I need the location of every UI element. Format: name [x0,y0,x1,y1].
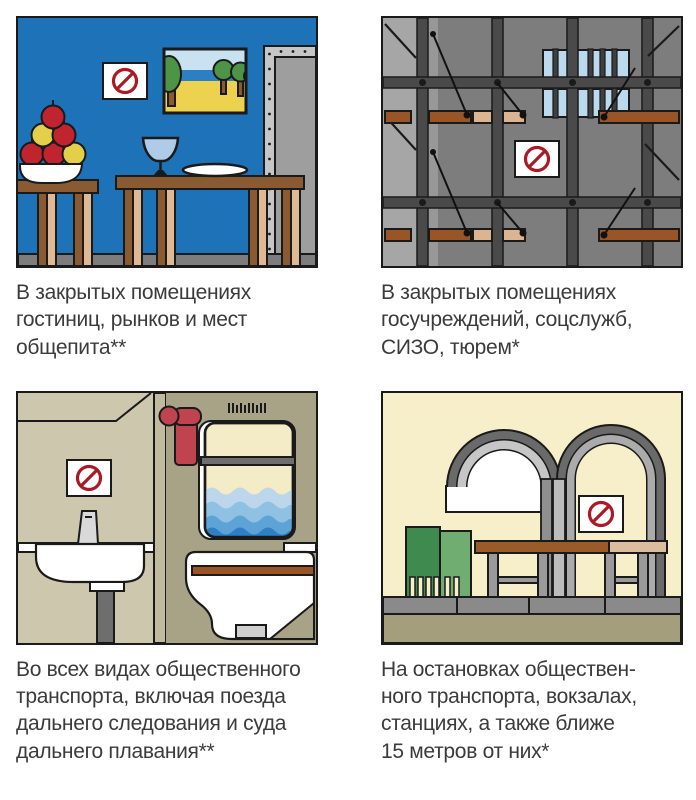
sea-waves [205,487,293,537]
red-pipe [158,405,202,466]
wall-divider [153,392,167,643]
corner-braces [384,23,680,181]
restroom-illustration-frame [16,390,318,645]
ceiling-seam [18,392,152,422]
light-column [383,18,417,266]
faucet [76,509,100,545]
side-table [18,179,99,266]
trash-bins [405,525,472,598]
panel-prison: В закрытых помещениях госучреждений, соц… [381,16,683,361]
panel-cafe: В закрытых помещениях гостиниц, рынков и… [16,16,318,361]
prison-illustration [383,18,681,266]
landscape-picture [162,47,248,115]
panel-transit-stop: На остановках обществен- ного транспорта… [381,390,683,765]
sea-window [198,419,296,540]
flush-pedal [235,623,267,639]
panel-caption-restroom: Во всех видах общественного транспорта, … [16,657,301,763]
panel-caption-transit-stop: На остановках обществен- ного транспорта… [381,657,637,763]
transit-stop-illustration-frame [381,390,683,645]
plate [181,162,249,178]
left-arch [446,428,562,487]
vent-grille [228,402,266,413]
no-smoking-icon [66,458,112,497]
dining-table [115,175,305,266]
cafe-illustration-frame [16,16,318,268]
panel-caption-prison: В закрытых помещениях госучреждений, соц… [381,281,633,359]
sink [34,509,146,643]
drain-pipe [96,589,115,643]
wall-ledge-right [283,541,316,553]
panel-caption-cafe: В закрытых помещениях гостиниц, рынков и… [16,281,251,359]
ground [383,612,681,643]
toilet [184,550,316,640]
curtain-rail [200,455,296,466]
cocktail-glass [141,136,180,176]
transit-stop-illustration [383,392,681,643]
panel-restroom: Во всех видах общественного транспорта, … [16,390,318,765]
platform [383,595,681,615]
no-smoking-icon [102,62,148,100]
no-smoking-icon [578,494,624,533]
prison-illustration-frame [381,16,683,268]
restroom-illustration [18,392,316,643]
infographic-grid: В закрытых помещениях гостиниц, рынков и… [16,16,683,765]
vertical-beams [416,18,654,266]
cafe-illustration [18,18,316,266]
horizontal-beams [383,76,681,209]
bunks [384,110,680,242]
no-smoking-icon [514,140,560,178]
toilet-seat-strip [191,564,315,576]
cable-anchors [430,31,608,239]
bunk-cables [432,33,636,236]
bench [474,539,668,598]
fruit-bowl [19,100,87,184]
